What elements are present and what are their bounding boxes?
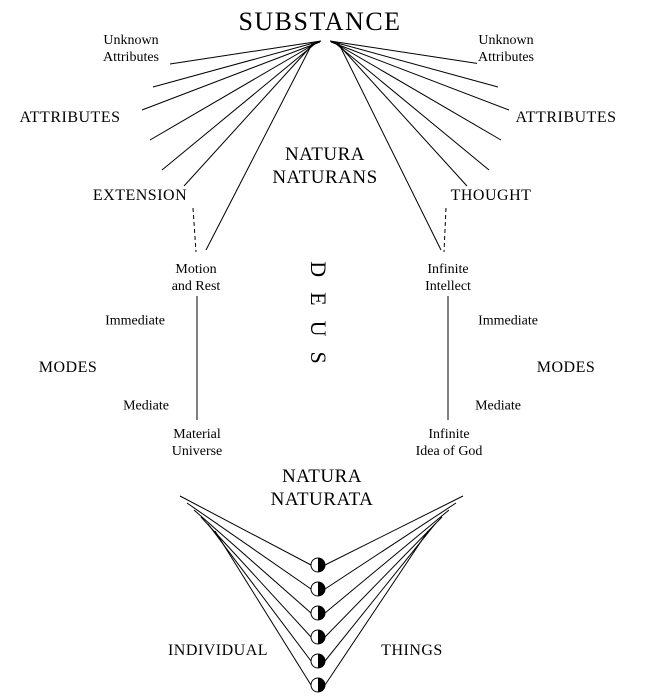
thought-label: THOUGHT bbox=[449, 186, 533, 206]
individual-thing-icon bbox=[310, 677, 326, 693]
individual-text: INDIVIDUAL bbox=[167, 642, 269, 660]
immediate-left-text: Immediate bbox=[105, 313, 165, 329]
natura-naturata-label: NATURA NATURATA bbox=[269, 464, 375, 512]
extension-label: EXTENSION bbox=[91, 186, 189, 206]
natura-naturans-line2: NATURANS bbox=[272, 167, 378, 188]
thought-text: THOUGHT bbox=[450, 187, 532, 205]
things-label: THINGS bbox=[380, 641, 444, 661]
motion-and-rest-label: Motion and Rest bbox=[170, 260, 222, 296]
infinite-idea-of-god-label: Infinite Idea of God bbox=[414, 425, 484, 461]
immediate-right-text: Immediate bbox=[478, 313, 538, 329]
unknown-attributes-right-label: Unknown Attributes bbox=[477, 31, 535, 67]
substance-label: SUBSTANCE bbox=[237, 6, 403, 38]
natura-naturata-line2: NATURATA bbox=[270, 489, 374, 510]
infinite-intellect-label: Infinite Intellect bbox=[424, 260, 472, 296]
convergence-line-left bbox=[179, 495, 312, 566]
mediate-left-text: Mediate bbox=[123, 398, 169, 414]
individual-thing-icon bbox=[310, 581, 326, 597]
convergence-line-right bbox=[324, 495, 464, 566]
things-text: THINGS bbox=[381, 642, 443, 660]
attributes-left-text: ATTRIBUTES bbox=[19, 109, 121, 127]
convergence-line-right bbox=[324, 502, 457, 590]
individual-label: INDIVIDUAL bbox=[166, 641, 270, 661]
convergence-line-left bbox=[193, 509, 312, 614]
unknown-attributes-left-line2: Attributes bbox=[103, 50, 159, 65]
individual-thing-icon bbox=[310, 653, 326, 669]
material-universe-label: Material Universe bbox=[170, 425, 224, 461]
convergence-line-right bbox=[324, 523, 436, 662]
infinite-intellect-line2: Intellect bbox=[425, 279, 471, 294]
mediate-right-label: Mediate bbox=[474, 397, 522, 415]
substance-text: SUBSTANCE bbox=[238, 7, 402, 37]
unknown-attributes-left-line1: Unknown bbox=[103, 32, 159, 48]
attributes-left-label: ATTRIBUTES bbox=[18, 108, 122, 128]
infinite-idea-of-god-line2: Idea of God bbox=[415, 444, 483, 459]
convergence-line-left bbox=[186, 502, 312, 590]
individual-things-layer bbox=[179, 495, 464, 693]
attributes-right-text: ATTRIBUTES bbox=[515, 109, 617, 127]
natura-naturans-label: NATURA NATURANS bbox=[271, 142, 379, 190]
immediate-right-label: Immediate bbox=[477, 312, 539, 330]
attributes-right-label: ATTRIBUTES bbox=[514, 108, 618, 128]
unknown-attributes-left-label: Unknown Attributes bbox=[102, 31, 160, 67]
convergence-line-right bbox=[324, 516, 443, 638]
mediate-left-label: Mediate bbox=[122, 397, 170, 415]
modes-left-label: MODES bbox=[37, 358, 99, 378]
material-universe-line1: Material bbox=[173, 426, 221, 442]
individual-thing-icon bbox=[310, 629, 326, 645]
infinite-idea-of-god-line1: Infinite bbox=[428, 426, 470, 442]
extension-dashed-connector bbox=[192, 207, 197, 253]
motion-and-rest-line2: and Rest bbox=[171, 279, 221, 294]
convergence-line-left bbox=[200, 516, 312, 638]
natura-naturata-line1: NATURA bbox=[281, 465, 363, 487]
individual-thing-icon bbox=[310, 557, 326, 573]
thought-dashed-connector bbox=[443, 207, 447, 253]
convergence-line-left bbox=[214, 530, 312, 686]
extension-text: EXTENSION bbox=[92, 187, 188, 205]
motion-and-rest-line1: Motion bbox=[175, 261, 217, 277]
immediate-left-label: Immediate bbox=[104, 312, 166, 330]
convergence-line-right bbox=[324, 530, 429, 686]
convergence-line-right bbox=[324, 509, 450, 614]
natura-naturans-line1: NATURA bbox=[284, 143, 366, 165]
modes-left-text: MODES bbox=[38, 359, 98, 377]
modes-right-label: MODES bbox=[535, 358, 597, 378]
unknown-attributes-right-line2: Attributes bbox=[478, 50, 534, 65]
unknown-attributes-right-line1: Unknown bbox=[478, 32, 534, 48]
individual-thing-icon bbox=[310, 605, 326, 621]
attribute-rays-right bbox=[329, 40, 510, 251]
deus-label: DEUS bbox=[306, 261, 331, 379]
material-universe-line2: Universe bbox=[171, 444, 223, 459]
infinite-intellect-line1: Infinite bbox=[427, 261, 469, 277]
modes-right-text: MODES bbox=[536, 359, 596, 377]
attribute-rays-left bbox=[141, 40, 322, 251]
mediate-right-text: Mediate bbox=[475, 398, 521, 414]
